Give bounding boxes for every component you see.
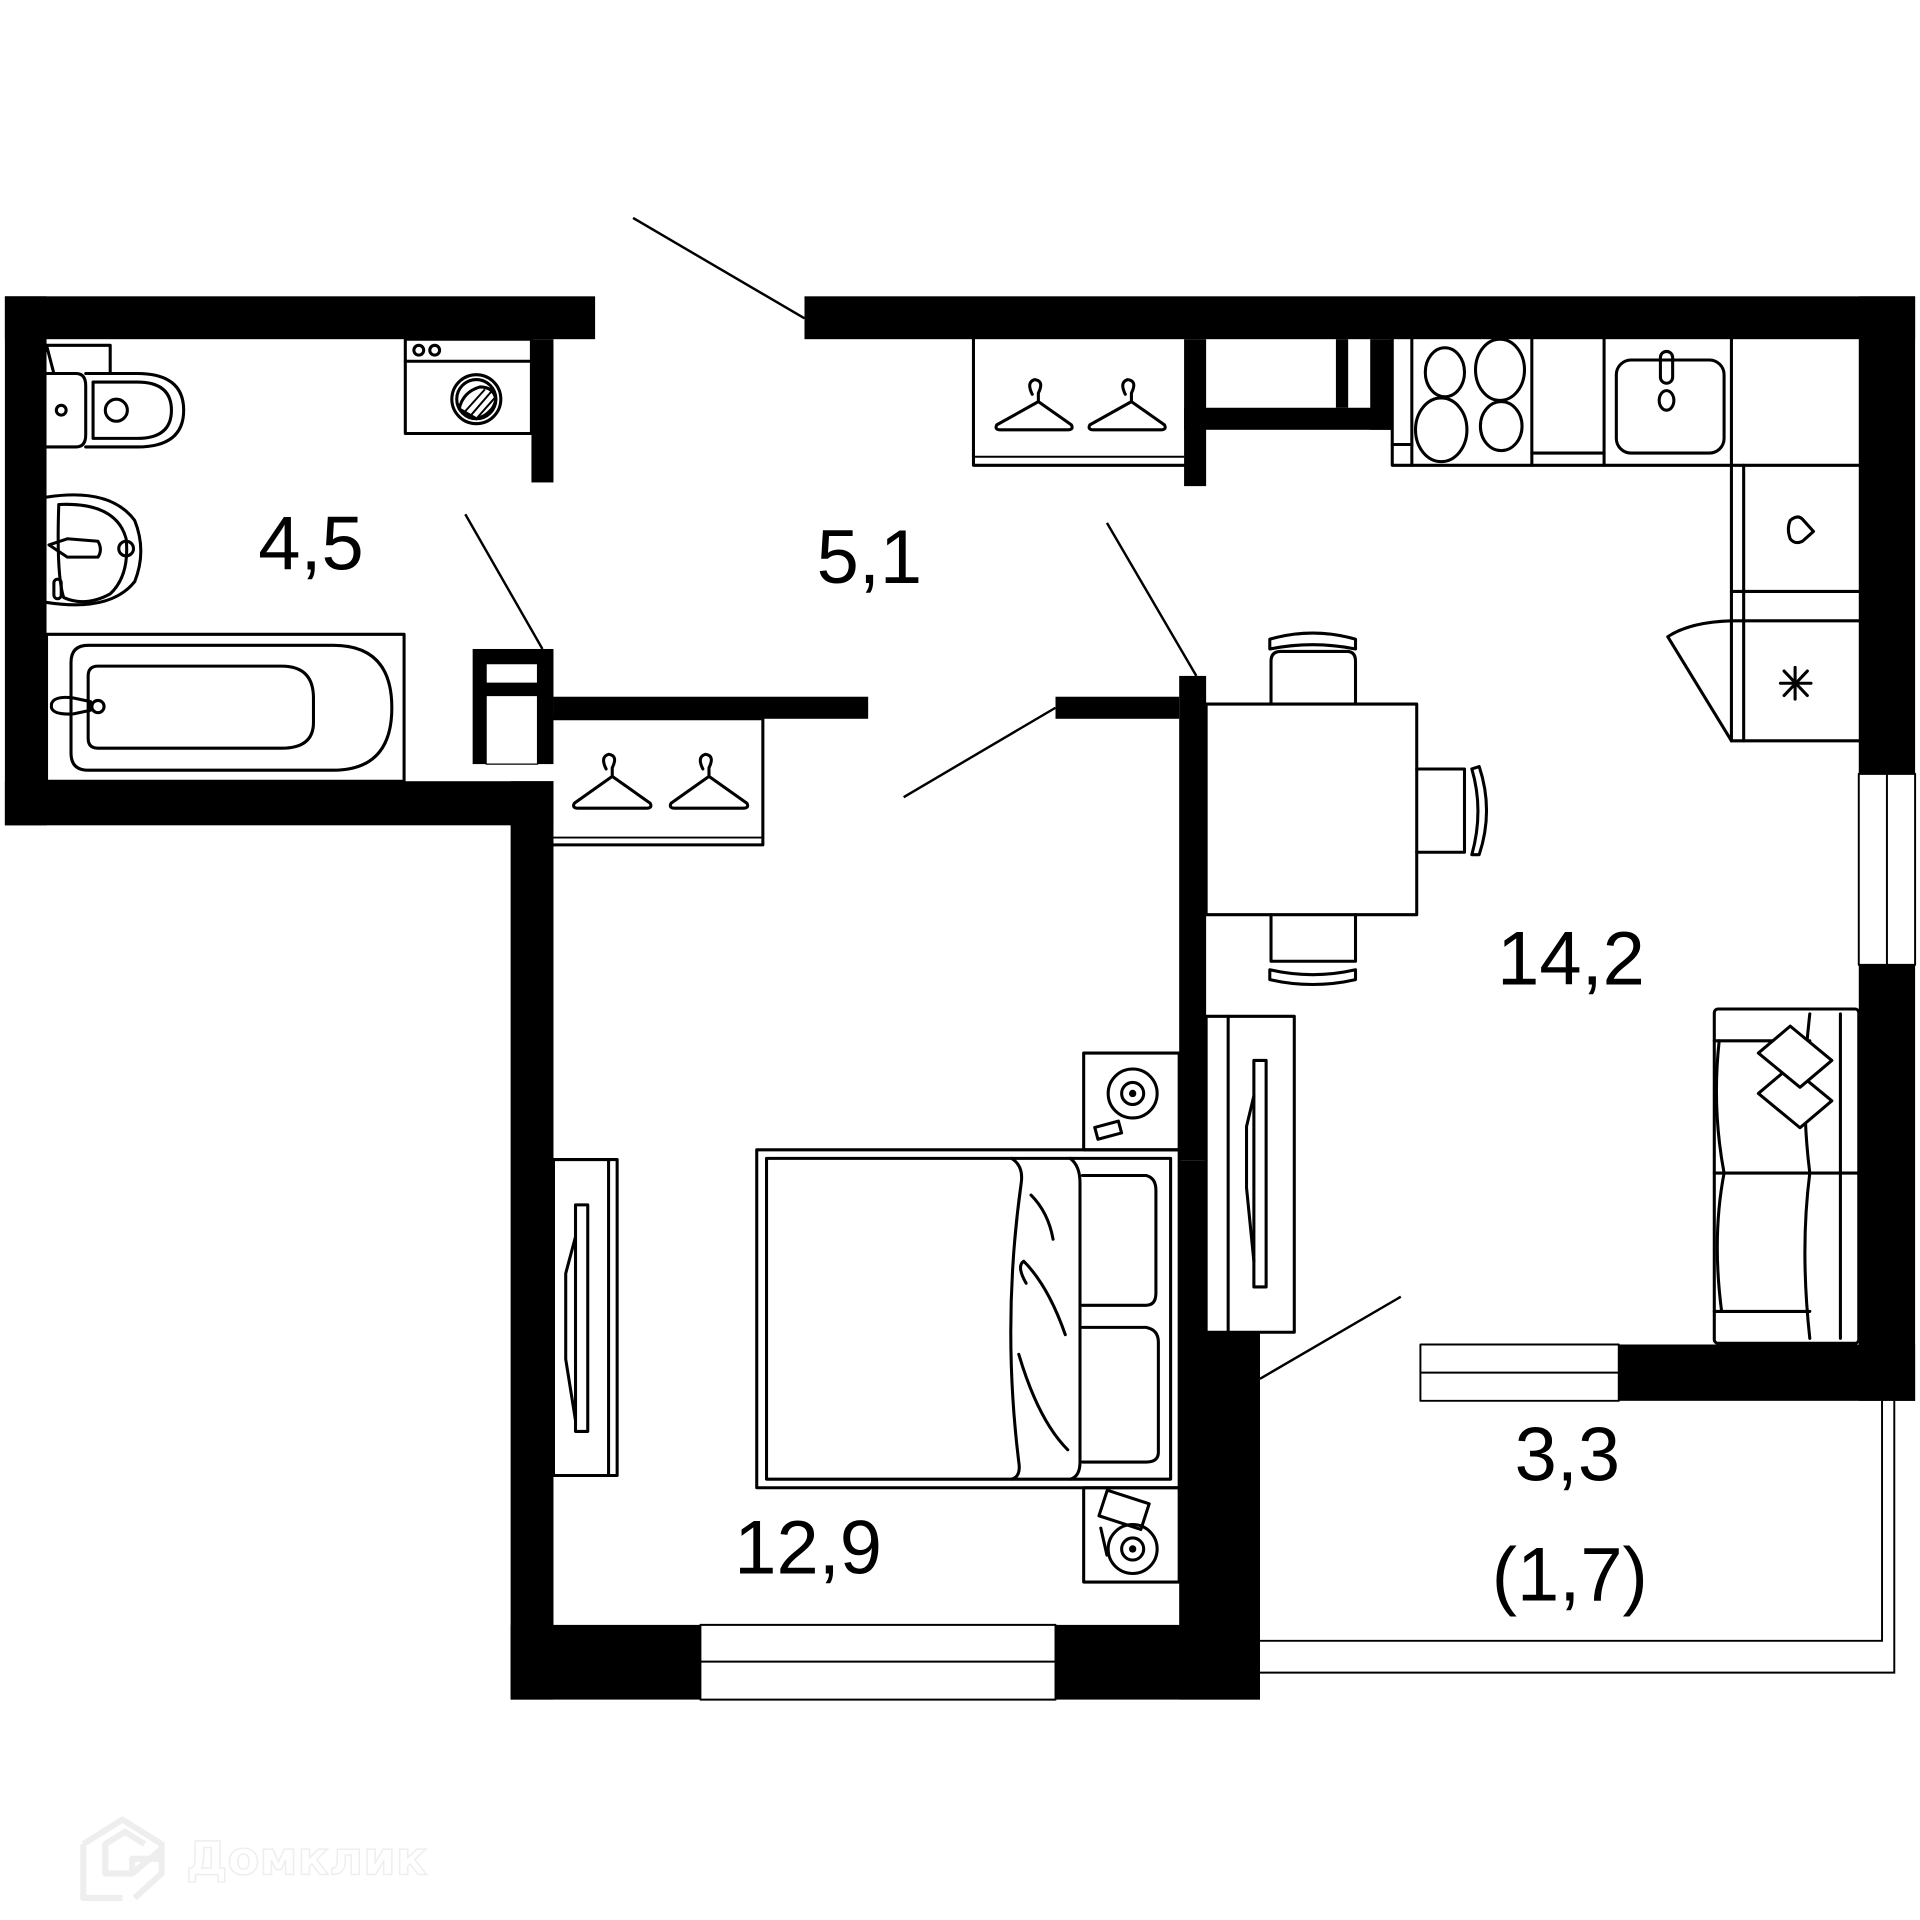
nightstand-icon: [1082, 1051, 1181, 1152]
balcony-outline: [1260, 1400, 1896, 1674]
nightstand-icon: [1082, 1486, 1181, 1584]
area-label-bedroom: 12,9: [734, 1505, 882, 1590]
bathtub-icon: [45, 632, 406, 783]
kitchen-counter: [1390, 337, 1861, 743]
area-label-kitchen-living: 14,2: [1497, 916, 1645, 1001]
house-logo-icon: [80, 1816, 165, 1902]
sink-icon: [45, 493, 143, 607]
wardrobe-hall-icon: [551, 717, 765, 847]
stove-icon: [1413, 337, 1527, 464]
bedroom-door-icon: [903, 706, 1057, 799]
watermark-text: Домклик: [186, 1832, 427, 1886]
area-label-hallway: 5,1: [817, 515, 923, 600]
walls: [4, 296, 1916, 1700]
sofa-icon: [1712, 1007, 1861, 1345]
area-label-balcony-reduced: (1,7): [1492, 1532, 1648, 1617]
fridge-icon: [1666, 619, 1861, 743]
watermark: Домклик: [80, 1816, 428, 1902]
washing-machine-icon: [403, 337, 533, 435]
hood-icon: [1786, 515, 1816, 545]
dining-table-icon: [1204, 702, 1419, 917]
bed-icon: [755, 1148, 1181, 1490]
bathroom-door-icon: [464, 513, 544, 650]
entrance-door-icon: [632, 216, 806, 320]
kitchen-door-icon: [1105, 522, 1198, 677]
tv-stand-icon: [1204, 1014, 1296, 1334]
toilet-icon: [45, 343, 186, 449]
wardrobe-kitchen-icon: [971, 337, 1186, 467]
area-labels: 4,5 5,1 14,2 12,9 3,3 (1,7): [258, 501, 1648, 1617]
windows: [699, 772, 1917, 1701]
chair-icon: [1268, 631, 1489, 987]
wardrobe-bedroom-icon: [551, 1158, 619, 1478]
balcony-door-icon: [1259, 1295, 1402, 1380]
area-label-balcony: 3,3: [1515, 1412, 1621, 1497]
door-swings: [464, 216, 1402, 1380]
kitchen-sink-icon: [1614, 349, 1726, 455]
area-label-bathroom: 4,5: [258, 501, 364, 586]
